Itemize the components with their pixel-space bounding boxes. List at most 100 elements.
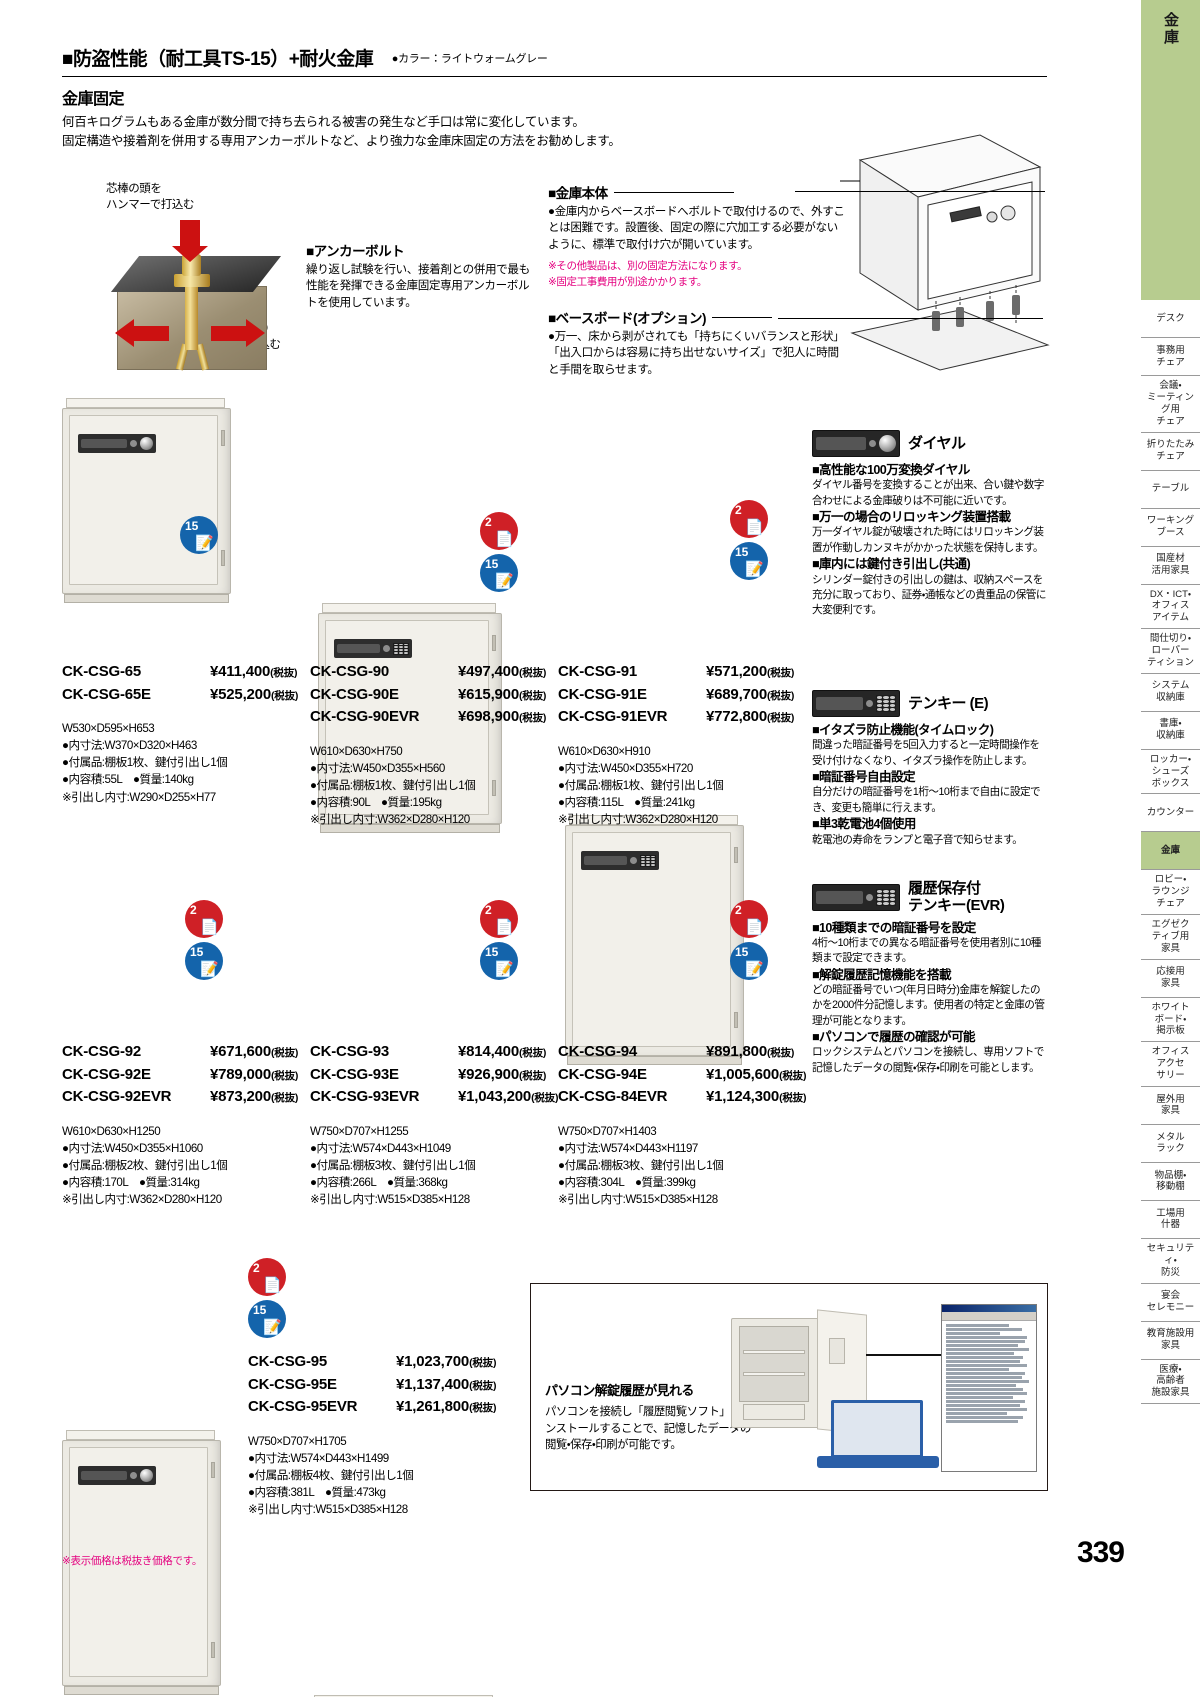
keypad-icon (640, 854, 656, 867)
feature-sub-text: 万一ダイヤル錠が破壊された時にはリロッキング装置が作動しカンヌキがかかった状態を… (812, 526, 1044, 554)
feature-sub-text: ダイヤル番号を変換することが出来、合い鍵や数字合わせによる金庫破りは不可能に近い… (812, 479, 1044, 507)
rail-item-1[interactable]: 事務用 チェア (1141, 338, 1200, 376)
keyhole-icon (130, 1472, 137, 1479)
rail-item-23[interactable]: セキュリティ・ 防災 (1141, 1239, 1200, 1284)
rail-item-3[interactable]: 折りたたみ チェア (1141, 433, 1200, 471)
door-hinge-top (492, 635, 496, 651)
dial-icon (140, 1469, 153, 1482)
product-specs-1: W610×D630×H750 ●内寸法:W450×D355×H560 ●付属品:棚板… (310, 743, 560, 829)
rail-item-13[interactable]: 金庫 (1141, 832, 1200, 871)
rail-item-19[interactable]: 屋外用 家具 (1141, 1087, 1200, 1125)
handle (816, 890, 863, 904)
product-specs-6: W750×D707×H1705●内寸法:W574×D443×H1499●付属品:… (248, 1433, 498, 1519)
rail-item-5[interactable]: ワーキング ブース (1141, 509, 1200, 547)
handle (81, 439, 127, 448)
rail-item-11[interactable]: ロッカー・ シューズ ボックス (1141, 750, 1200, 795)
spec-line: ※引出し内寸:W290×D255×H77 (62, 790, 216, 804)
feature-name: ダイヤル (908, 434, 966, 452)
product-code: CK-CSG-93EVR (310, 1088, 420, 1105)
cable-horizontal (866, 1354, 966, 1356)
rail-item-4[interactable]: テーブル (1141, 471, 1200, 509)
spec-line: ●付属品:棚板1枚、鍵付引出し1個 (310, 778, 476, 792)
spec-line: ●内寸法:W450×D355×H560 (310, 761, 445, 775)
product-code: CK-CSG-65E (62, 685, 151, 703)
bolt-nut (174, 274, 210, 287)
rail-item-0[interactable]: デスク (1141, 300, 1200, 338)
badge-number: 2 (735, 903, 742, 917)
feature-sub-heading: ■解錠履歴記憶機能を搭載 (812, 967, 952, 982)
product-codes-3: CK-CSG-92¥671,600(税抜)CK-CSG-92E¥789,000(… (62, 1041, 312, 1109)
handle (81, 1471, 127, 1480)
rail-item-label: テーブル (1151, 483, 1190, 495)
rail-item-14[interactable]: ロビー・ ラウンジ チェア (1141, 870, 1200, 915)
product-image-1 (318, 603, 508, 833)
door-hinge-top (734, 847, 738, 863)
rail-item-label: ロビー・ ラウンジ チェア (1151, 874, 1190, 910)
lock-panel (78, 1466, 156, 1485)
rail-item-label: オフィス アクセ サリー (1151, 1046, 1190, 1081)
rail-item-26[interactable]: 医療・ 高齢者 施設家具 (1141, 1360, 1200, 1405)
rail-item-label: 物品棚・ 移動棚 (1154, 1169, 1187, 1193)
product-price: ¥698,900(税抜) (458, 708, 547, 725)
rail-item-label: メタル ラック (1156, 1131, 1185, 1155)
badge-number: 15 (253, 1303, 267, 1317)
rail-item-9[interactable]: システム 収納庫 (1141, 674, 1200, 712)
safe-base (567, 1056, 742, 1065)
feature-sub-text: 自分だけの暗証番号を1桁～10桁まで自由に設定でき、変更も簡単に行えます。 (812, 786, 1041, 814)
badge-glyph-icon: 📄 (495, 919, 514, 936)
product-code-row: CK-CSG-84EVR¥1,124,300(税抜) (558, 1086, 808, 1109)
rail-item-25[interactable]: 教育施設用 家具 (1141, 1322, 1200, 1360)
product-code-row: CK-CSG-95¥1,023,700(税抜) (248, 1351, 498, 1374)
feature-sub-text: 4桁～10桁までの異なる暗証番号を使用者別に10種類まで設定できます。 (812, 936, 1041, 965)
tax-footnote: ※表示価格は税抜き価格です。 (62, 1555, 203, 1567)
window-titlebar (942, 1305, 1036, 1312)
spec-line: ※引出し内寸:W515×D385×H128 (248, 1503, 408, 1517)
rail-item-2[interactable]: 会議・ ミーティング用 チェア (1141, 376, 1200, 433)
feature-sub-heading: ■高性能な100万変換ダイヤル (812, 463, 970, 477)
product-price: ¥571,200(税抜) (706, 663, 795, 680)
product-specs-4: W750×D707×H1255●内寸法:W574×D443×H1049●付属品:… (310, 1123, 560, 1209)
badge-glyph-icon: 📄 (495, 531, 514, 548)
rail-item-20[interactable]: メタル ラック (1141, 1125, 1200, 1163)
open-safe-shelf-2 (743, 1372, 805, 1376)
product-image-0 (62, 398, 237, 603)
product-code-row: CK-CSG-65E ¥525,200(税抜) (62, 684, 312, 707)
rail-item-10[interactable]: 書庫・ 収納庫 (1141, 712, 1200, 750)
spec-line: ※引出し内寸:W515×D385×H128 (310, 1193, 470, 1207)
rail-item-21[interactable]: 物品棚・ 移動棚 (1141, 1163, 1200, 1201)
rail-item-6[interactable]: 国産材 活用家具 (1141, 547, 1200, 585)
lock-panel (78, 434, 156, 453)
product-code-row: CK-CSG-93EVR¥1,043,200(税抜) (310, 1086, 560, 1109)
product-price: ¥525,200(税抜) (210, 685, 299, 703)
rail-item-7[interactable]: DX・ICT・ オフィス アイテム (1141, 585, 1200, 630)
rail-item-15[interactable]: エグゼク ティブ用 家具 (1141, 915, 1200, 960)
window-toolbar (942, 1312, 1036, 1321)
rail-item-24[interactable]: 宴会 セレモニー (1141, 1284, 1200, 1322)
product-code: CK-CSG-84EVR (558, 1088, 668, 1105)
keyhole-icon (869, 440, 876, 447)
dial-icon (879, 435, 896, 452)
keypad-icon (876, 888, 896, 906)
rail-item-17[interactable]: ホワイト ボード・ 掲示板 (1141, 998, 1200, 1043)
product-specs-2: W610×D630×H910●内寸法:W450×D355×H720●付属品:棚板… (558, 743, 808, 829)
rail-item-list: デスク事務用 チェア会議・ ミーティング用 チェア折りたたみ チェアテーブルワー… (1141, 300, 1200, 1405)
rail-item-8[interactable]: 間仕切り・ ローパー ティション (1141, 629, 1200, 674)
spec-line: ●付属品:棚板2枚、鍵付引出し1個 (62, 1158, 228, 1172)
rail-item-label: 書庫・ 収納庫 (1156, 718, 1185, 742)
product-price: ¥615,900(税抜) (458, 685, 547, 703)
feature-sub-text: ロックシステムとパソコンを接続し、専用ソフトで記憶したデータの閲覧・保存・印刷を… (812, 1046, 1044, 1074)
tax-label: (税抜) (518, 667, 547, 679)
rail-item-12[interactable]: カウンター (1141, 794, 1200, 833)
rail-item-16[interactable]: 応接用 家具 (1141, 960, 1200, 998)
open-safe-door-plate (829, 1338, 845, 1364)
spread-arrow-right-icon (211, 319, 265, 347)
product-code-row: CK-CSG-90¥497,400(税抜) (310, 661, 560, 684)
tax-label: (税抜) (518, 689, 547, 702)
door-hinge-top (221, 430, 225, 446)
product-price: ¥1,023,700(税抜) (396, 1353, 497, 1370)
rail-item-22[interactable]: 工場用 什器 (1141, 1201, 1200, 1239)
outer-dimension: W610×D630×H750 (310, 744, 403, 758)
rail-item-label: 国産材 活用家具 (1151, 553, 1190, 576)
rail-item-18[interactable]: オフィス アクセ サリー (1141, 1042, 1200, 1087)
rail-item-label: 会議・ ミーティング用 チェア (1147, 380, 1194, 427)
